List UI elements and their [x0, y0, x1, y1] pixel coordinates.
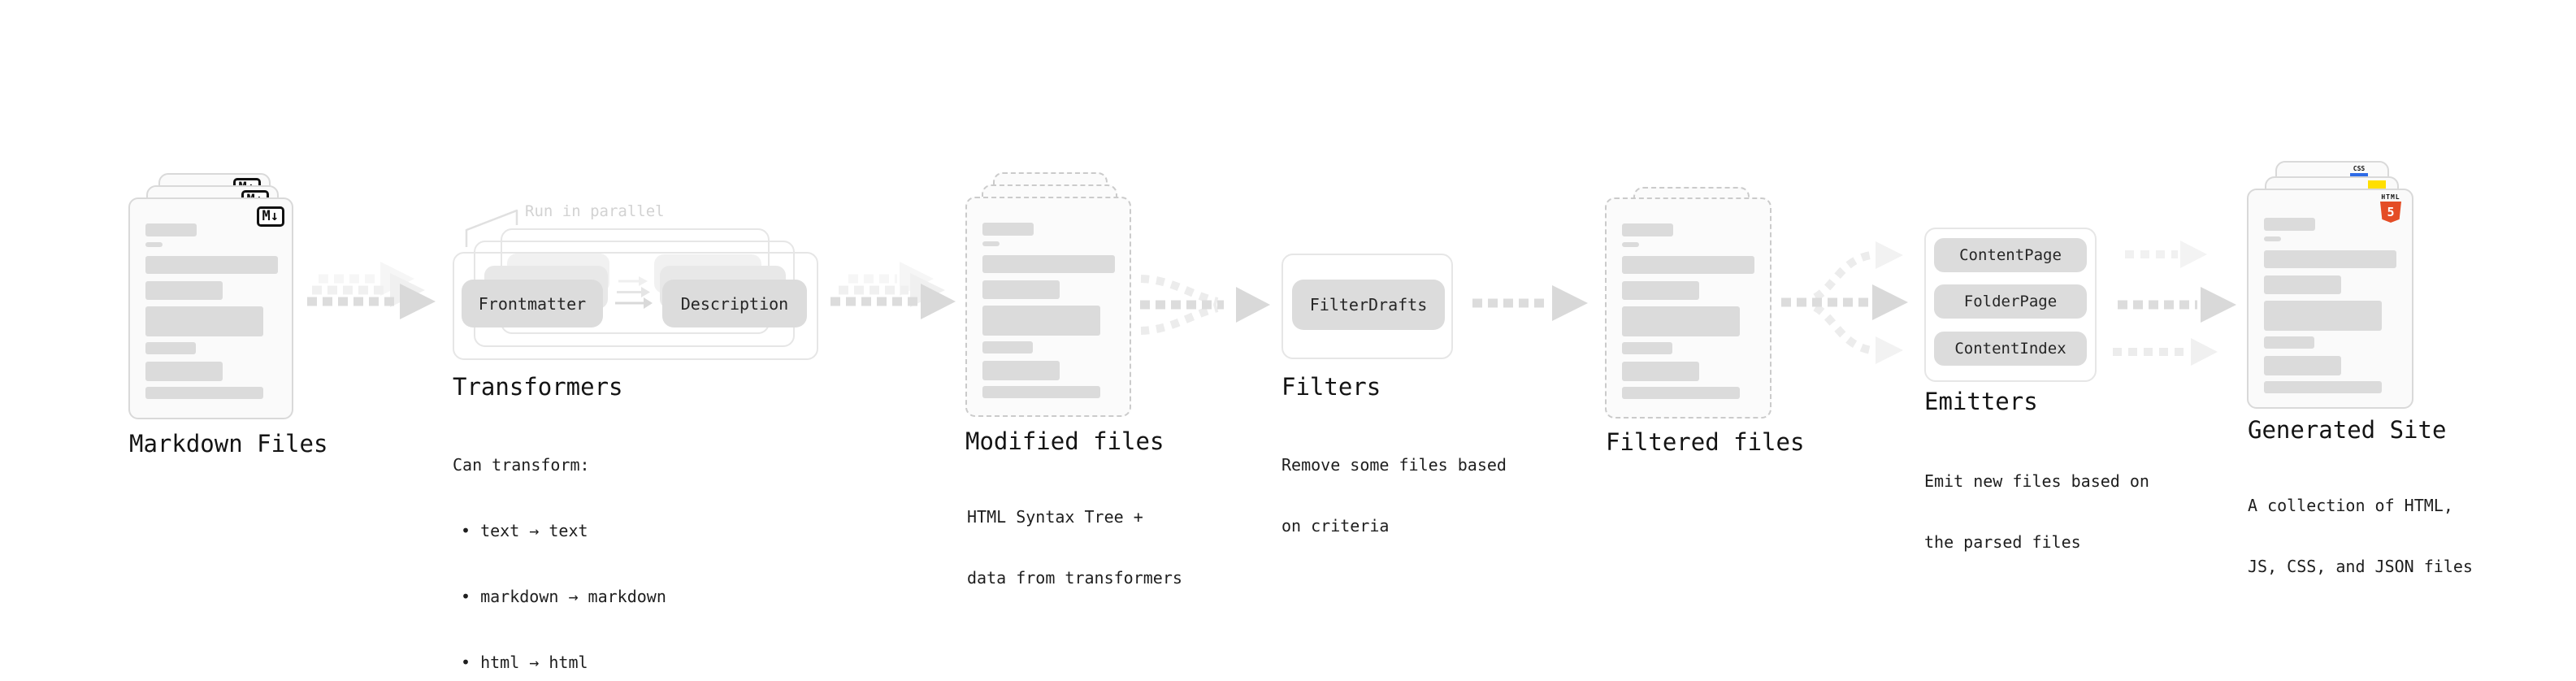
- text-placeholder: [1622, 362, 1699, 381]
- desc-line: • text → text: [461, 521, 588, 540]
- html5-number: 5: [2387, 205, 2395, 219]
- html5-badge-icon: HTML 5: [2380, 193, 2401, 223]
- arrow-emitters-to-generated: [2113, 241, 2236, 366]
- text-placeholder: [145, 281, 223, 300]
- text-placeholder: [982, 241, 1000, 246]
- contentpage-pill: ContentPage: [1934, 238, 2087, 272]
- text-placeholder: [982, 341, 1033, 354]
- arrow-filters-to-filtered: [1472, 285, 1588, 321]
- css-badge-underline: [2350, 173, 2368, 176]
- text-placeholder: [982, 361, 1060, 380]
- stage-label-modified-files: Modified files: [965, 427, 1164, 455]
- contentindex-pill: ContentIndex: [1934, 332, 2087, 366]
- emitters-description: Emit new files based on the parsed files: [1924, 431, 2149, 593]
- stage-label-emitters: Emitters: [1924, 388, 2038, 415]
- desc-line: Can transform:: [453, 455, 590, 475]
- description-pill: Description: [662, 280, 807, 327]
- text-placeholder: [145, 342, 196, 354]
- desc-line: • html → html: [461, 653, 588, 672]
- transformer-box-front: [453, 252, 818, 360]
- text-placeholder: [145, 306, 263, 336]
- modified-doc-front: [965, 197, 1131, 417]
- filters-box: [1281, 254, 1453, 359]
- generated-description: A collection of HTML, JS, CSS, and JSON …: [2248, 455, 2473, 618]
- html5-shield: 5: [2380, 202, 2401, 223]
- text-placeholder: [2264, 356, 2341, 375]
- text-placeholder: [1622, 256, 1754, 274]
- text-placeholder: [2264, 301, 2382, 331]
- filterdrafts-pill: FilterDrafts: [1292, 280, 1445, 330]
- text-placeholder: [1622, 223, 1673, 236]
- text-placeholder: [1622, 242, 1639, 247]
- frontmatter-pill: Frontmatter: [462, 280, 603, 327]
- text-placeholder: [2264, 250, 2396, 268]
- text-placeholder: [145, 242, 163, 247]
- html5-badge-label: HTML: [2381, 193, 2400, 201]
- arrow-markdown-to-transformers: [307, 262, 436, 319]
- transformers-description: Can transform: • text → text • markdown …: [453, 410, 666, 681]
- desc-line: Emit new files based on: [1924, 471, 2149, 491]
- stage-label-filtered-files: Filtered files: [1606, 428, 1805, 456]
- text-placeholder: [1622, 387, 1740, 399]
- emitters-box: [1924, 228, 2097, 382]
- stage-label-generated-site: Generated Site: [2248, 416, 2447, 444]
- text-placeholder: [1622, 342, 1672, 354]
- text-placeholder: [982, 223, 1034, 236]
- desc-line: on criteria: [1281, 516, 1390, 536]
- desc-line: A collection of HTML,: [2248, 496, 2453, 515]
- desc-line: the parsed files: [1924, 532, 2081, 552]
- stage-label-filters: Filters: [1281, 373, 1381, 401]
- desc-line: • markdown → markdown: [461, 587, 666, 606]
- text-placeholder: [2264, 336, 2314, 349]
- markdown-icon: M↓: [256, 206, 284, 227]
- generated-doc-front: HTML 5: [2247, 189, 2413, 409]
- text-placeholder: [145, 387, 263, 399]
- arrow-filtered-to-emitters: [1781, 241, 1908, 364]
- modified-description: HTML Syntax Tree + data from transformer…: [967, 466, 1182, 629]
- arrow-transformers-to-modified: [830, 262, 956, 319]
- desc-line: JS, CSS, and JSON files: [2248, 557, 2473, 576]
- text-placeholder: [982, 386, 1100, 398]
- note-leader-line: [465, 209, 518, 247]
- text-placeholder: [145, 256, 278, 274]
- filters-description: Remove some files based on criteria: [1281, 414, 1507, 577]
- parallel-arrows-icon: [615, 276, 653, 309]
- desc-line: HTML Syntax Tree +: [967, 507, 1143, 527]
- markdown-doc-front: M↓: [128, 197, 293, 419]
- stage-label-transformers: Transformers: [453, 373, 623, 401]
- css-badge-label: CSS: [2353, 165, 2366, 172]
- text-placeholder: [2264, 381, 2382, 393]
- filtered-doc-front: [1605, 197, 1772, 419]
- text-placeholder: [982, 280, 1060, 299]
- stage-label-markdown-files: Markdown Files: [129, 430, 328, 458]
- folderpage-pill: FolderPage: [1934, 284, 2087, 319]
- text-placeholder: [2264, 275, 2341, 294]
- text-placeholder: [1622, 306, 1740, 336]
- desc-line: Remove some files based: [1281, 455, 1507, 475]
- text-placeholder: [2264, 218, 2315, 231]
- run-in-parallel-note: Run in parallel: [525, 202, 665, 220]
- text-placeholder: [145, 362, 223, 381]
- arrow-modified-to-filters: [1140, 275, 1270, 335]
- text-placeholder: [982, 306, 1100, 336]
- css-badge-icon: CSS: [2350, 166, 2368, 176]
- desc-line: data from transformers: [967, 568, 1182, 588]
- text-placeholder: [982, 255, 1115, 273]
- text-placeholder: [145, 223, 197, 236]
- text-placeholder: [2264, 236, 2281, 241]
- text-placeholder: [1622, 281, 1699, 300]
